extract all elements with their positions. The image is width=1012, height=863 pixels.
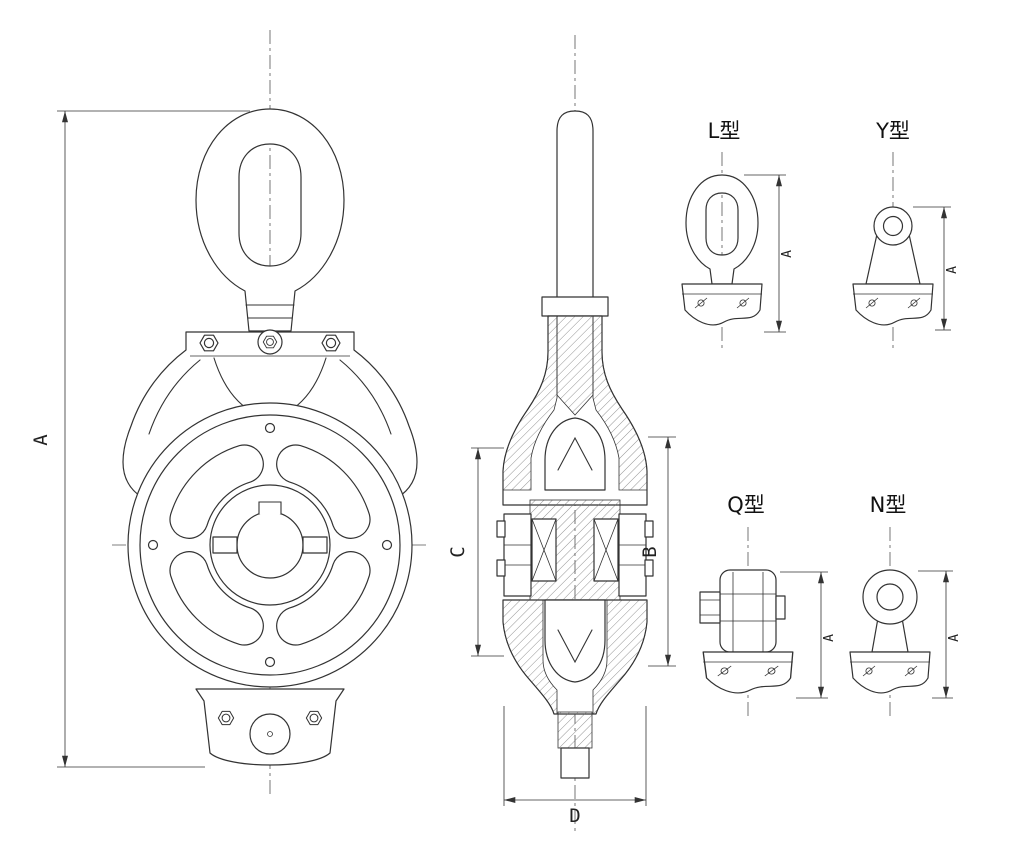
plate-bolt-left bbox=[199, 334, 219, 352]
plate-rib-left bbox=[148, 359, 201, 435]
cap-tab-right-bottom bbox=[644, 559, 654, 577]
variant-q-clevis bbox=[719, 569, 777, 653]
upper-clevis-cavity bbox=[544, 417, 606, 491]
plate-bolt-right bbox=[321, 334, 341, 352]
variant-n-dim-label: A bbox=[947, 634, 962, 642]
eye-ring bbox=[195, 108, 345, 332]
variant-q-bolt-head bbox=[699, 591, 721, 624]
shank-section bbox=[556, 315, 594, 416]
variant-l-dim: A bbox=[744, 174, 795, 333]
bracket-bolt-right bbox=[305, 710, 323, 726]
variant-l-dim-label: A bbox=[780, 250, 795, 258]
variant-y-title: Y型 bbox=[875, 119, 910, 143]
variant-n-base bbox=[850, 652, 930, 693]
front-dim-a-label: A bbox=[30, 434, 52, 446]
variant-n: N型 A bbox=[850, 493, 962, 718]
section-dim-b-label: B bbox=[639, 546, 661, 557]
axle-bearing-assembly bbox=[496, 499, 654, 601]
section-dim-d-label: D bbox=[569, 805, 580, 827]
bracket-bolt-left bbox=[217, 710, 235, 726]
axle-cap-left bbox=[503, 513, 532, 597]
bracket-hole bbox=[249, 713, 291, 755]
variant-n-eye-hole bbox=[876, 583, 904, 611]
variant-y-hole bbox=[882, 215, 904, 237]
axle-cap-right bbox=[618, 513, 647, 597]
variant-l-base bbox=[682, 284, 762, 325]
section-dim-b: B bbox=[639, 436, 676, 667]
upper-clevis-notch bbox=[557, 436, 593, 471]
front-dim-a: A bbox=[30, 110, 250, 768]
swivel-pin-bolt bbox=[262, 335, 278, 349]
variant-l-title: L型 bbox=[708, 119, 741, 143]
web-hole-top bbox=[264, 422, 276, 434]
variant-q-dim-label: A bbox=[822, 634, 837, 642]
variant-n-dim: A bbox=[918, 570, 962, 699]
plate-rib-right bbox=[339, 359, 392, 435]
shank-rod bbox=[556, 110, 594, 299]
variant-y: Y型 A bbox=[853, 119, 960, 352]
sheave-wheel bbox=[127, 402, 413, 688]
lower-housing-section-right bbox=[592, 599, 648, 715]
hub-set-left bbox=[212, 536, 238, 554]
cap-tab-left-top bbox=[496, 520, 506, 538]
variant-y-base bbox=[853, 284, 933, 325]
section-dim-c-label: C bbox=[447, 546, 469, 557]
variant-q-base bbox=[703, 652, 793, 693]
tail-rod-section bbox=[557, 711, 593, 749]
section-view: C B D bbox=[447, 35, 676, 835]
bracket-hole-center bbox=[267, 731, 273, 737]
variant-q-dim: A bbox=[780, 571, 837, 699]
keyway bbox=[258, 501, 282, 515]
variant-n-title: N型 bbox=[870, 493, 907, 517]
variant-q-bolt-nut bbox=[775, 595, 786, 620]
upper-housing-section-left bbox=[502, 315, 558, 491]
lower-clevis-cavity bbox=[544, 599, 606, 683]
front-view: A bbox=[30, 30, 428, 795]
upper-housing-section-right bbox=[592, 315, 648, 491]
web-hole-bottom bbox=[264, 656, 276, 668]
section-dim-c: C bbox=[447, 447, 504, 657]
cap-tab-right-top bbox=[644, 520, 654, 538]
shank-collar bbox=[541, 296, 609, 317]
variant-y-dim-label: A bbox=[945, 266, 960, 274]
web-hole-left bbox=[147, 539, 159, 551]
lower-housing-section-left bbox=[502, 599, 558, 715]
section-dim-d: D bbox=[503, 706, 647, 827]
cap-tab-left-bottom bbox=[496, 559, 506, 577]
web-hole-right bbox=[381, 539, 393, 551]
tail-rod-tip bbox=[560, 747, 590, 779]
hub-set-right bbox=[302, 536, 328, 554]
variant-l: L型 A bbox=[682, 119, 795, 352]
variant-q-title: Q型 bbox=[727, 493, 765, 517]
lower-clevis-notch bbox=[557, 629, 593, 664]
bore bbox=[236, 511, 304, 579]
variant-q: Q型 A bbox=[699, 493, 837, 718]
variant-y-dim: A bbox=[913, 206, 960, 331]
